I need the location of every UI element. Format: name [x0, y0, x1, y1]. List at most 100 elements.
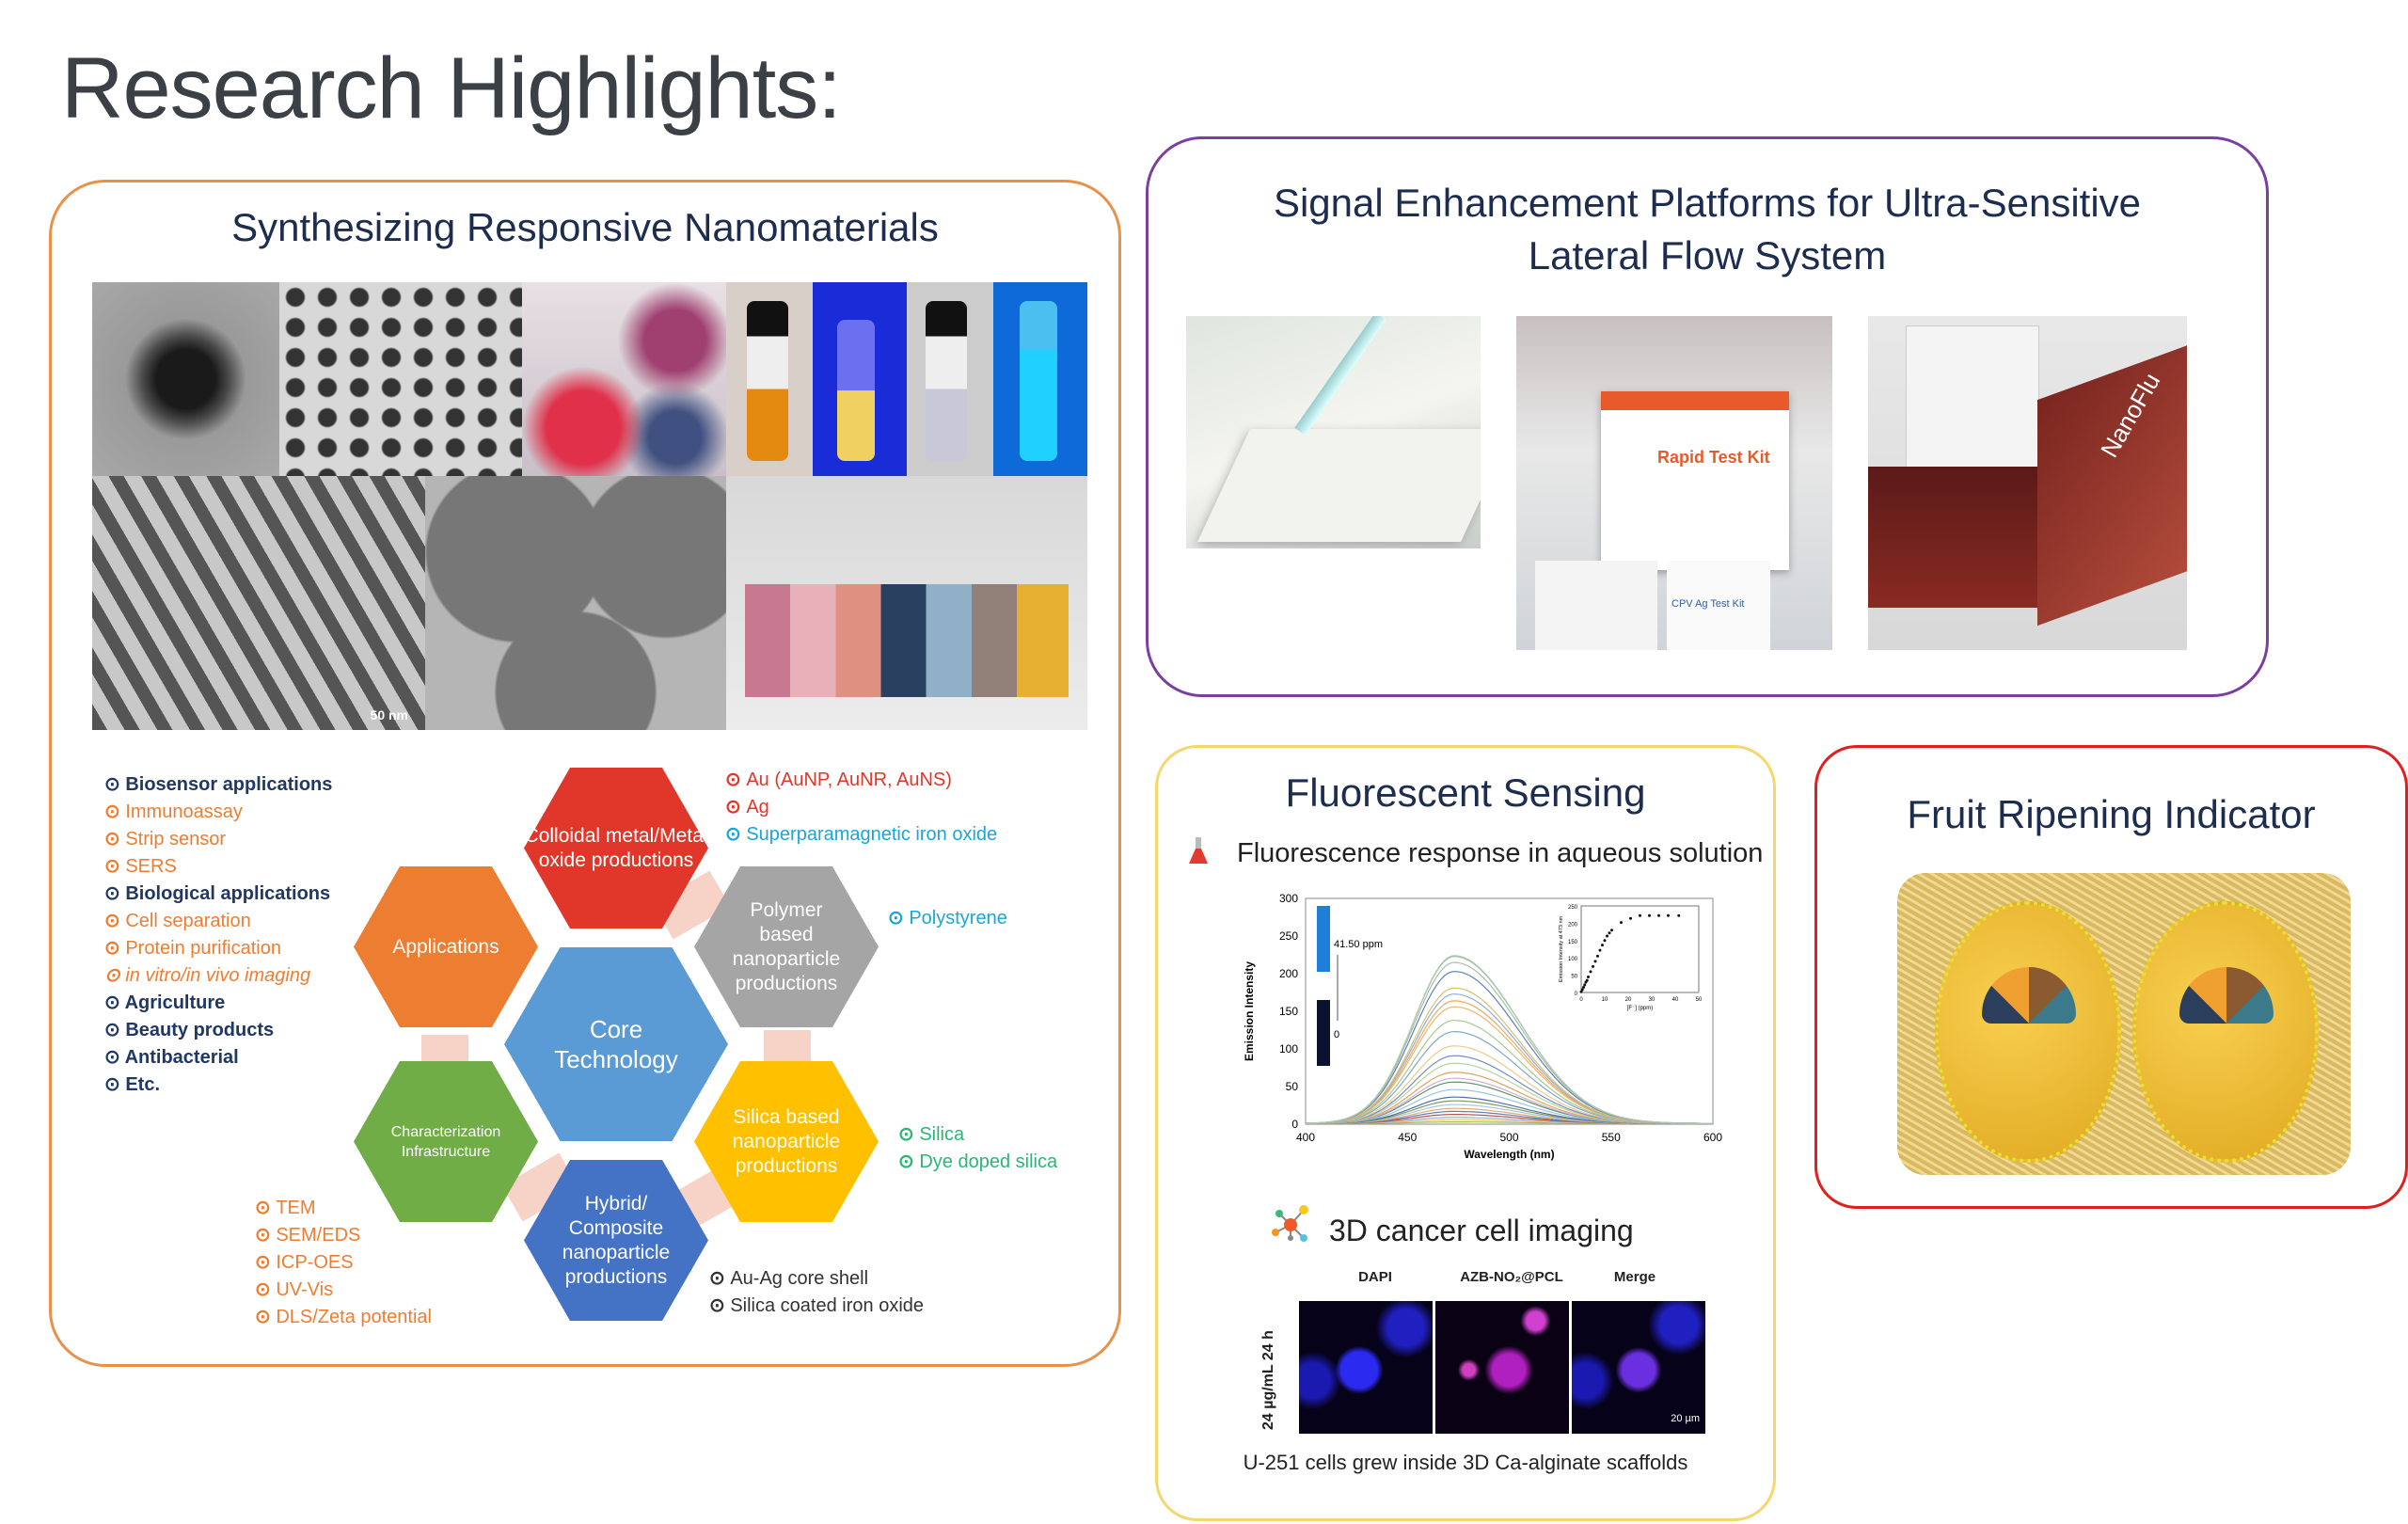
inset-data-point — [1598, 948, 1602, 952]
scale-label: 20 µm — [1671, 1413, 1700, 1424]
inset-data-point — [1582, 985, 1585, 989]
inset-y-tick-label: 150 — [1568, 940, 1578, 945]
list-item: UV-Vis — [255, 1277, 432, 1304]
hex-polymer: Polymer based nanoparticle productions — [694, 866, 879, 1027]
inset-data-point — [1593, 960, 1597, 963]
inset-data-point — [1583, 983, 1587, 987]
title-line: Signal Enhancement Platforms for Ultra-S… — [1273, 181, 2142, 225]
y-tick-label: 150 — [1279, 1005, 1298, 1018]
flask-icon — [1187, 835, 1210, 865]
list-item: Polystyrene — [888, 905, 1007, 932]
fluorescent-panel — [1155, 745, 1776, 1521]
list-item: Silica coated iron oxide — [709, 1293, 924, 1320]
y-tick-label: 300 — [1279, 892, 1298, 905]
list-item: Immunoassay — [104, 799, 332, 826]
molecule-icon — [1272, 1204, 1313, 1246]
list-item: TEM — [255, 1195, 432, 1222]
inset-data-point — [1610, 929, 1613, 932]
list-item: Biosensor applications — [104, 771, 332, 799]
y-tick-label: 250 — [1279, 929, 1298, 943]
inset-y-tick-label: 0 — [1575, 992, 1578, 997]
list-item: Agriculture — [104, 990, 332, 1017]
inset-data-point — [1579, 990, 1583, 993]
azb-image — [1435, 1301, 1569, 1434]
y-tick-label: 0 — [1291, 1118, 1298, 1131]
x-tick-label: 450 — [1398, 1131, 1417, 1144]
inset-x-tick-label: 40 — [1672, 997, 1679, 1003]
inset-data-point — [1629, 916, 1632, 920]
inset-data-point — [1587, 975, 1590, 978]
inset-data-point — [1608, 931, 1611, 935]
inset-data-point — [1620, 921, 1623, 925]
dapi-image — [1299, 1301, 1433, 1434]
gold-nanorods-tem-photo: 50 nm — [92, 476, 425, 730]
list-item: Au (AuNP, AuNR, AuNS) — [725, 767, 997, 794]
fruit-title: Fruit Ripening Indicator — [1907, 792, 2316, 836]
x-axis-label: Wavelength (nm) — [1464, 1148, 1554, 1161]
y-tick-label: 50 — [1286, 1080, 1299, 1093]
row-label: 24 µg/mL 24 h — [1260, 1330, 1276, 1430]
list-item: Antibacterial — [104, 1044, 332, 1072]
inset-y-tick-label: 50 — [1571, 975, 1577, 980]
fluorescent-title: Fluorescent Sensing — [1285, 770, 1646, 815]
list-item: Ag — [725, 794, 997, 821]
nanoflu-kit-photo: NanoFlu — [1868, 316, 2187, 650]
inset-x-tick-label: 30 — [1649, 997, 1656, 1003]
y-tick-label: 200 — [1279, 967, 1298, 980]
x-tick-label: 600 — [1703, 1131, 1722, 1144]
hex-core-technology: Core Technology — [504, 947, 728, 1141]
y-axis-label: Emission Intensity — [1243, 961, 1256, 1061]
list-item: ICP-OES — [255, 1249, 432, 1277]
list-item: SEM/EDS — [255, 1222, 432, 1249]
hybrid-list: Au-Ag core shell Silica coated iron oxid… — [709, 1265, 924, 1320]
hex-colloidal: Colloidal metal/Metal oxide productions — [524, 768, 708, 929]
inset-data-point — [1677, 913, 1681, 917]
annotation-bottom: 0 — [1334, 1029, 1339, 1040]
polymer-list: Polystyrene — [888, 905, 1007, 932]
dapi-header: DAPI — [1358, 1269, 1392, 1285]
lateral-flow-panel — [1146, 136, 2269, 697]
inset-data-point — [1657, 913, 1660, 917]
list-item: Superparamagnetic iron oxide — [725, 821, 997, 849]
list-item: Silica — [898, 1121, 1057, 1149]
list-item: Cell separation — [104, 908, 332, 935]
y-tick-label: 100 — [1279, 1042, 1298, 1056]
list-item: Beauty products — [104, 1017, 332, 1044]
inset-data-point — [1580, 988, 1584, 992]
nanomaterials-title: Synthesizing Responsive Nanomaterials — [231, 205, 939, 249]
merge-image: 20 µm — [1572, 1301, 1705, 1434]
inset-x-tick-label: 10 — [1602, 997, 1608, 1003]
hex-hybrid: Hybrid/ Composite nanoparticle productio… — [524, 1160, 708, 1321]
fruit-panel — [1814, 745, 2408, 1209]
inset-x-tick-label: 20 — [1625, 997, 1632, 1003]
gold-nanostar-tem-photo — [92, 282, 279, 476]
inset-data-point — [1603, 939, 1607, 943]
page-title: Research Highlights: — [61, 40, 842, 136]
rapid-test-kit-label: Rapid Test Kit — [1657, 448, 1770, 467]
inset-plot-area — [1580, 905, 1700, 993]
rapid-test-kit-photo: Rapid Test Kit CPV Ag Test Kit — [1516, 316, 1832, 650]
x-tick-label: 500 — [1499, 1131, 1518, 1144]
nanomaterials-panel — [49, 180, 1121, 1367]
colored-cuvettes-photo — [726, 476, 1087, 730]
cpv-kit-label: CPV Ag Test Kit — [1671, 598, 1745, 610]
list-item: Etc. — [104, 1072, 332, 1099]
cuvette-dark — [1317, 1000, 1330, 1066]
annotation-top: 41.50 ppm — [1334, 939, 1383, 950]
inset-data-point — [1606, 934, 1608, 938]
inset-y-tick-label: 250 — [1568, 905, 1578, 911]
inset-data-point — [1667, 913, 1670, 917]
merge-header: Merge — [1613, 1269, 1656, 1285]
list-item: SERS — [104, 853, 332, 881]
colored-solution-wells-photo — [522, 282, 726, 476]
fluorescence-subtitle: Fluorescence response in aqueous solutio… — [1237, 838, 1764, 868]
inset-x-tick-label: 0 — [1579, 997, 1583, 1003]
title-line: Lateral Flow System — [1528, 233, 1887, 278]
inset-y-tick-label: 200 — [1568, 922, 1578, 928]
hex-silica: Silica based nanoparticle productions — [694, 1061, 879, 1222]
list-item: Biological applications — [104, 881, 332, 908]
lateral-flow-title: Signal Enhancement Platforms for Ultra-S… — [1146, 177, 2269, 282]
list-item: Protein purification — [104, 935, 332, 962]
inset-x-axis-label: [F⁻] (ppm) — [1627, 1006, 1654, 1011]
